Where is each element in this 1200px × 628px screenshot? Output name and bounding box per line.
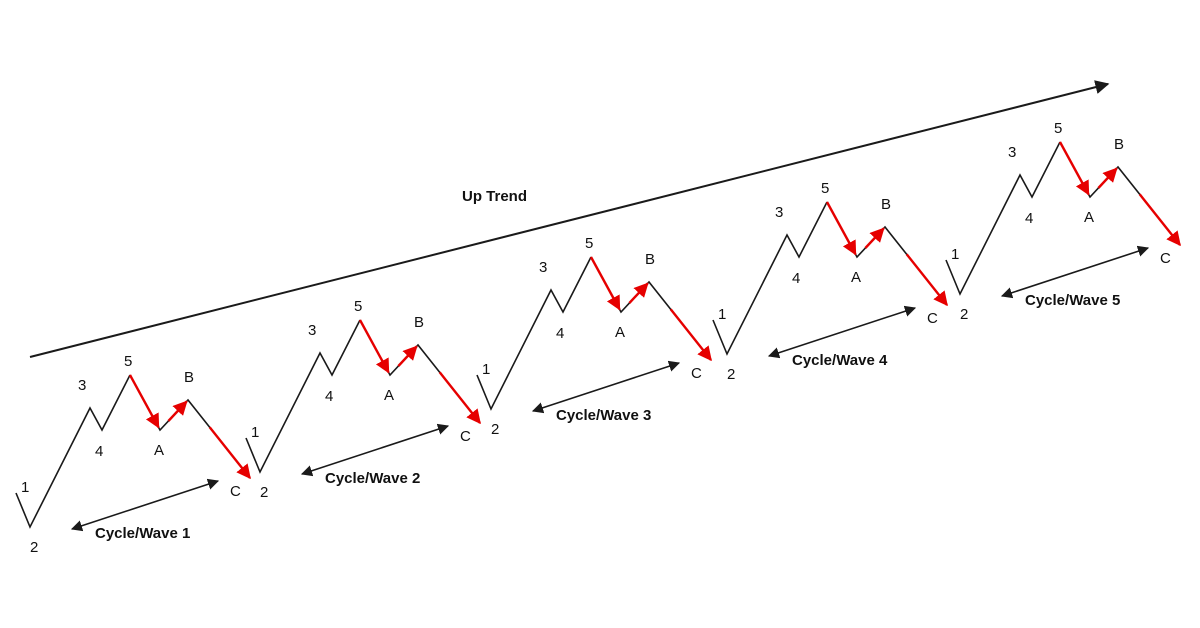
- impulse-wave-line: [945, 141, 1061, 296]
- cycle-label: Cycle/Wave 5: [1025, 292, 1120, 309]
- wave-a-arrow: [128, 374, 160, 429]
- wave-label-5: 5: [585, 235, 593, 252]
- wave-label-5: 5: [821, 180, 829, 197]
- wave-label-a: A: [851, 269, 861, 286]
- wave-label-3: 3: [775, 204, 783, 221]
- wave-label-1: 1: [718, 306, 726, 323]
- cycle-label: Cycle/Wave 3: [556, 407, 651, 424]
- wave-label-4: 4: [325, 388, 333, 405]
- wave-label-a: A: [1084, 209, 1094, 226]
- wave-a-arrow: [825, 201, 857, 256]
- wave-label-3: 3: [1008, 144, 1016, 161]
- cycle-label: Cycle/Wave 4: [792, 352, 888, 369]
- impulse-wave-line: [15, 374, 131, 529]
- wave-label-c: C: [460, 428, 471, 445]
- wave-label-5: 5: [1054, 120, 1062, 137]
- wave-c-arrow: [208, 426, 251, 480]
- wave-label-2: 2: [30, 539, 38, 556]
- wave-a-arrow: [1058, 141, 1090, 196]
- wave-c-arrow: [905, 253, 948, 307]
- wave-label-c: C: [691, 365, 702, 382]
- wave-label-c: C: [230, 483, 241, 500]
- wave-b-arrow: [864, 227, 885, 249]
- wave-b-arrow: [628, 282, 649, 304]
- wave-label-a: A: [154, 442, 164, 459]
- wave-label-5: 5: [354, 298, 362, 315]
- cycle-span-arrow: [70, 478, 220, 532]
- cycle-label: Cycle/Wave 1: [95, 525, 190, 542]
- wave-b-arrow: [397, 345, 418, 367]
- wave-b-arrow: [1097, 167, 1118, 189]
- wave-c-arrow: [1138, 193, 1181, 247]
- wave-label-b: B: [645, 251, 655, 268]
- wave-b-arrow: [167, 400, 188, 422]
- wave-label-2: 2: [260, 484, 268, 501]
- wave-label-1: 1: [482, 361, 490, 378]
- wave-label-1: 1: [951, 246, 959, 263]
- wave-label-2: 2: [960, 306, 968, 323]
- wave-label-b: B: [881, 196, 891, 213]
- cycle-span-arrow: [531, 360, 681, 414]
- up-trend-title: Up Trend: [462, 188, 527, 205]
- cycle-span-arrow: [1000, 245, 1150, 299]
- corrective-wave-line: [1059, 141, 1181, 246]
- corrective-wave-line: [359, 319, 481, 424]
- wave-a-arrow: [589, 256, 621, 311]
- wave-label-c: C: [1160, 250, 1171, 267]
- corrective-wave-line: [826, 201, 948, 306]
- wave-label-4: 4: [556, 325, 564, 342]
- up-trend-arrow: [29, 80, 1110, 358]
- wave-label-4: 4: [95, 443, 103, 460]
- wave-label-1: 1: [251, 424, 259, 441]
- wave-label-3: 3: [78, 377, 86, 394]
- wave-label-1: 1: [21, 479, 29, 496]
- corrective-wave-line: [590, 256, 712, 361]
- wave-c-arrow: [438, 371, 481, 425]
- wave-label-a: A: [615, 324, 625, 341]
- wave-label-3: 3: [308, 322, 316, 339]
- wave-label-2: 2: [727, 366, 735, 383]
- wave-a-arrow: [358, 319, 390, 374]
- wave-label-a: A: [384, 387, 394, 404]
- wave-label-c: C: [927, 310, 938, 327]
- wave-label-b: B: [184, 369, 194, 386]
- wave-c-arrow: [669, 308, 712, 362]
- cycle-span-arrow: [767, 305, 917, 359]
- cycle-label: Cycle/Wave 2: [325, 470, 420, 487]
- wave-label-4: 4: [1025, 210, 1033, 227]
- impulse-wave-line: [712, 201, 828, 356]
- wave-label-2: 2: [491, 421, 499, 438]
- impulse-wave-line: [476, 256, 592, 411]
- impulse-wave-line: [245, 319, 361, 474]
- wave-label-b: B: [1114, 136, 1124, 153]
- wave-label-5: 5: [124, 353, 132, 370]
- wave-label-4: 4: [792, 270, 800, 287]
- wave-label-b: B: [414, 314, 424, 331]
- corrective-wave-line: [129, 374, 251, 479]
- cycle-span-arrow: [300, 423, 450, 477]
- wave-label-3: 3: [539, 259, 547, 276]
